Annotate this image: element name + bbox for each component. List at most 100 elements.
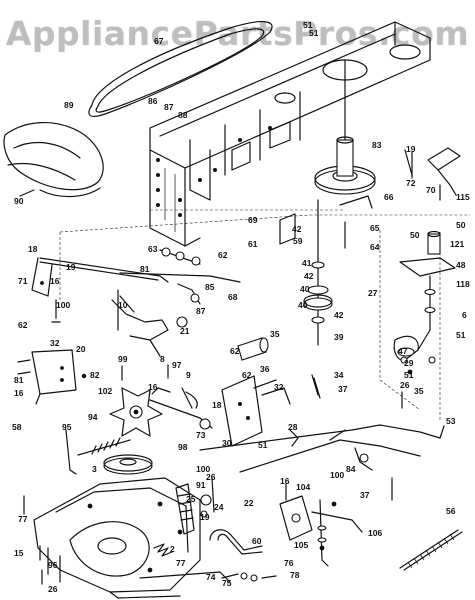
callout-40a: 40 [300, 284, 310, 294]
callout-3: 3 [92, 464, 97, 474]
callout-66: 66 [384, 192, 394, 202]
callout-72: 72 [406, 178, 416, 188]
callout-100c: 100 [330, 470, 344, 480]
callout-81b: 81 [14, 375, 24, 385]
callout-19a: 19 [406, 144, 416, 154]
callout-91: 91 [196, 480, 206, 490]
callout-62d: 62 [242, 370, 252, 380]
callout-41: 41 [302, 258, 312, 268]
callout-70: 70 [426, 185, 436, 195]
left-bracket [17, 349, 87, 405]
center-pulley [150, 59, 376, 211]
callout-42b: 42 [304, 271, 314, 281]
callout-97: 97 [172, 360, 182, 370]
callout-47: 47 [398, 346, 408, 356]
callout-87: 87 [164, 102, 174, 112]
callout-118: 118 [456, 279, 470, 289]
callout-26c: 26 [48, 584, 58, 594]
callout-100b: 100 [196, 464, 210, 474]
right-lift-arm [393, 230, 456, 375]
callout-37b: 37 [360, 490, 370, 500]
tension-spring [65, 429, 131, 475]
callout-48: 48 [456, 260, 466, 270]
callout-9: 9 [186, 370, 191, 380]
callout-19b: 19 [66, 262, 76, 272]
callout-2: 2 [170, 544, 175, 554]
callout-16a: 16 [50, 276, 60, 286]
callout-60: 60 [252, 536, 262, 546]
shift-lever [111, 295, 188, 357]
callout-20: 20 [76, 344, 86, 354]
callout-85: 85 [205, 282, 215, 292]
callout-16d: 16 [280, 476, 290, 486]
callout-88: 88 [178, 110, 188, 120]
spindle-stack [279, 195, 373, 346]
callout-25: 25 [186, 494, 196, 504]
cooling-fan [109, 387, 163, 437]
callout-102: 102 [98, 386, 112, 396]
callout-35a: 35 [270, 329, 280, 339]
callout-98: 98 [178, 442, 188, 452]
callout-68: 68 [228, 292, 238, 302]
spacer-sleeve [237, 337, 269, 361]
callout-35b: 35 [414, 386, 424, 396]
callout-63: 63 [148, 244, 158, 254]
callout-8: 8 [160, 354, 165, 364]
callout-15: 15 [14, 548, 24, 558]
callout-18a: 18 [28, 244, 38, 254]
callout-115: 115 [456, 192, 470, 202]
hardware-set [221, 572, 277, 582]
callout-42a: 42 [292, 224, 302, 234]
callout-16b: 16 [14, 388, 24, 398]
callout-121: 121 [450, 239, 464, 249]
callout-62c: 62 [230, 346, 240, 356]
mower-frame [149, 21, 431, 247]
callout-77a: 77 [18, 514, 28, 524]
callout-89: 89 [64, 100, 74, 110]
callout-84: 84 [346, 464, 356, 474]
callout-39: 39 [334, 332, 344, 342]
callout-42c: 42 [334, 310, 344, 320]
callout-24: 24 [214, 502, 224, 512]
callout-28: 28 [288, 422, 298, 432]
brake-rod-bend [209, 529, 263, 551]
idler-bracket [404, 147, 461, 196]
shift-rod [199, 424, 445, 473]
callout-21: 21 [180, 326, 190, 336]
callout-40b: 40 [298, 300, 308, 310]
lift-shaft [31, 257, 169, 323]
callout-62b: 62 [18, 320, 28, 330]
callout-90: 90 [14, 196, 24, 206]
callout-62a: 62 [218, 250, 228, 260]
callout-32a: 32 [50, 338, 60, 348]
return-spring [153, 543, 173, 557]
callout-22: 22 [244, 498, 254, 508]
drive-belt [88, 21, 273, 117]
callout-18b: 18 [212, 400, 222, 410]
callout-32b: 32 [274, 382, 284, 392]
callout-81: 81 [140, 264, 150, 274]
callout-75: 75 [222, 578, 232, 588]
callout-6: 6 [462, 310, 467, 320]
callout-53: 53 [446, 416, 456, 426]
callout-61: 61 [248, 239, 258, 249]
callout-50a: 50 [410, 230, 420, 240]
callout-30: 30 [222, 438, 232, 448]
callout-95: 95 [62, 422, 72, 432]
callout-56: 56 [446, 506, 456, 516]
pivot-arm [149, 387, 213, 430]
callout-36: 36 [260, 364, 270, 374]
callout-78: 78 [290, 570, 300, 580]
callout-73: 73 [196, 430, 206, 440]
control-linkage [119, 247, 241, 305]
brake-plate [221, 375, 291, 447]
callout-76: 76 [284, 558, 294, 568]
callout-26a: 26 [400, 380, 410, 390]
long-spring [399, 529, 463, 571]
callout-86: 86 [148, 96, 158, 106]
callout-37a: 37 [338, 384, 348, 394]
callout-71: 71 [18, 276, 28, 286]
callout-94: 94 [88, 412, 98, 422]
